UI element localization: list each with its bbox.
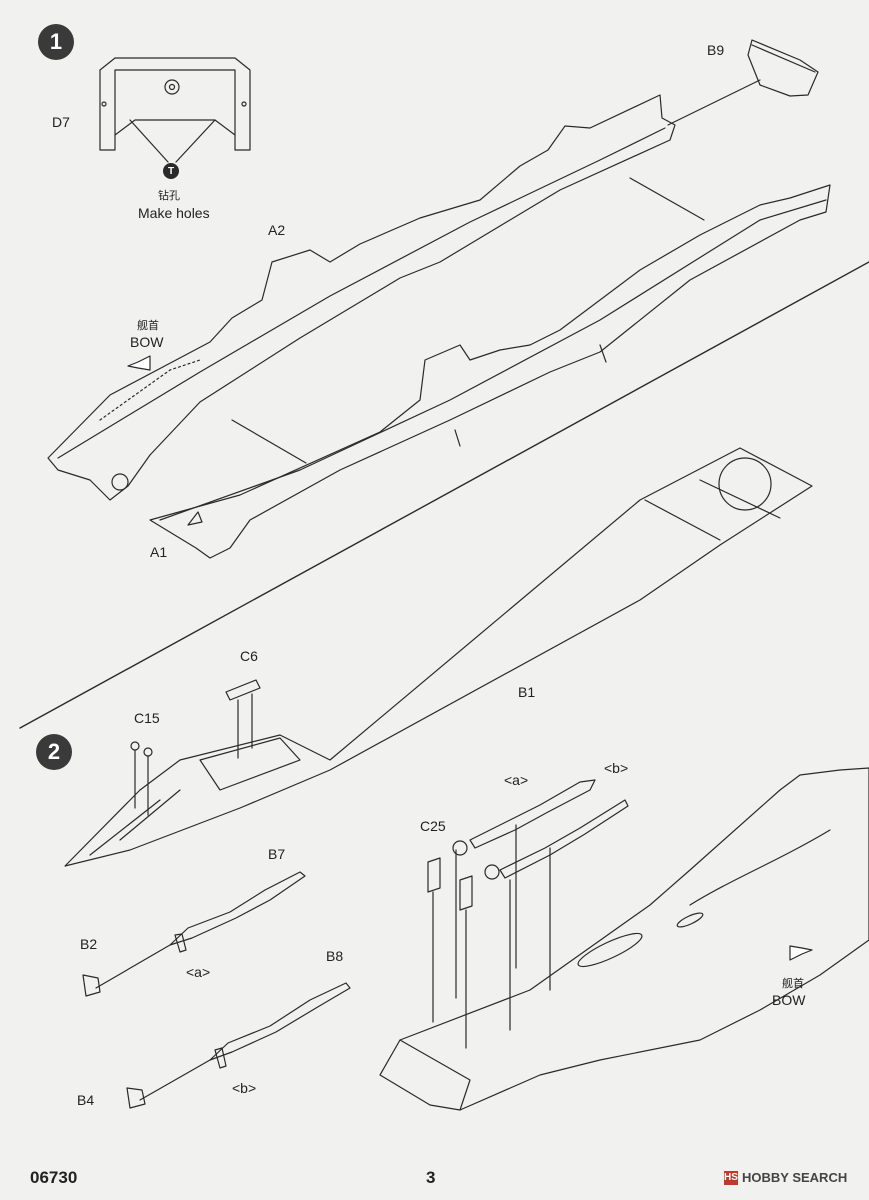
shaft-b-drawing — [484, 799, 629, 991]
part-label-c6: C6 — [240, 648, 258, 664]
part-label-b2: B2 — [80, 936, 98, 952]
part-c25-drawing — [427, 849, 511, 1049]
part-b1-drawing — [64, 447, 813, 867]
bow-label-cn-step2: 舰首 — [782, 978, 804, 990]
step-1-badge: 1 — [38, 24, 74, 60]
bow-label-en-step1: BOW — [130, 334, 164, 350]
part-d7-drawing — [99, 57, 251, 163]
part-label-b8: B8 — [326, 948, 344, 964]
lower-hull-drawing — [379, 767, 869, 1111]
bow-label-cn-step1: 舰首 — [137, 320, 159, 332]
part-b8-drawing — [126, 982, 351, 1109]
watermark: HS HOBBY SEARCH — [724, 1170, 847, 1185]
page-number: 3 — [426, 1168, 436, 1187]
part-b7-drawing — [82, 871, 306, 997]
part-label-b4: B4 — [77, 1092, 95, 1108]
part-label-a2: A2 — [268, 222, 286, 238]
part-label-d7: D7 — [52, 114, 70, 130]
sub-label-b-shaft: <b> — [604, 760, 629, 776]
part-b9-drawing — [667, 39, 819, 126]
part-c15-drawing — [130, 741, 153, 816]
step-divider-line — [19, 261, 869, 729]
shaft-a-drawing — [452, 779, 596, 969]
bow-arrow-step1-icon — [127, 355, 151, 371]
part-label-b9: B9 — [707, 42, 725, 58]
sub-label-a-b7: <a> — [186, 964, 211, 980]
product-code: 06730 — [30, 1168, 78, 1187]
step-2-badge: 2 — [36, 734, 72, 770]
part-label-b1: B1 — [518, 684, 536, 700]
sub-label-b-b8: <b> — [232, 1080, 257, 1096]
drill-note-en: Make holes — [138, 205, 210, 221]
part-label-b7: B7 — [268, 846, 286, 862]
drill-note-cn: 钻孔 — [158, 190, 180, 202]
bow-label-en-step2: BOW — [772, 992, 806, 1008]
watermark-text: HOBBY SEARCH — [742, 1170, 848, 1185]
part-label-a1: A1 — [150, 544, 168, 560]
part-label-c25: C25 — [420, 818, 446, 834]
part-label-c15: C15 — [134, 710, 160, 726]
part-a2-drawing — [47, 94, 676, 501]
sub-label-a-shaft: <a> — [504, 772, 529, 788]
bow-arrow-step2-icon — [789, 945, 813, 961]
part-c6-drawing — [225, 679, 261, 759]
drill-symbol-icon: T — [163, 163, 179, 179]
part-a1-drawing — [149, 177, 831, 559]
watermark-logo-icon: HS — [724, 1170, 738, 1185]
